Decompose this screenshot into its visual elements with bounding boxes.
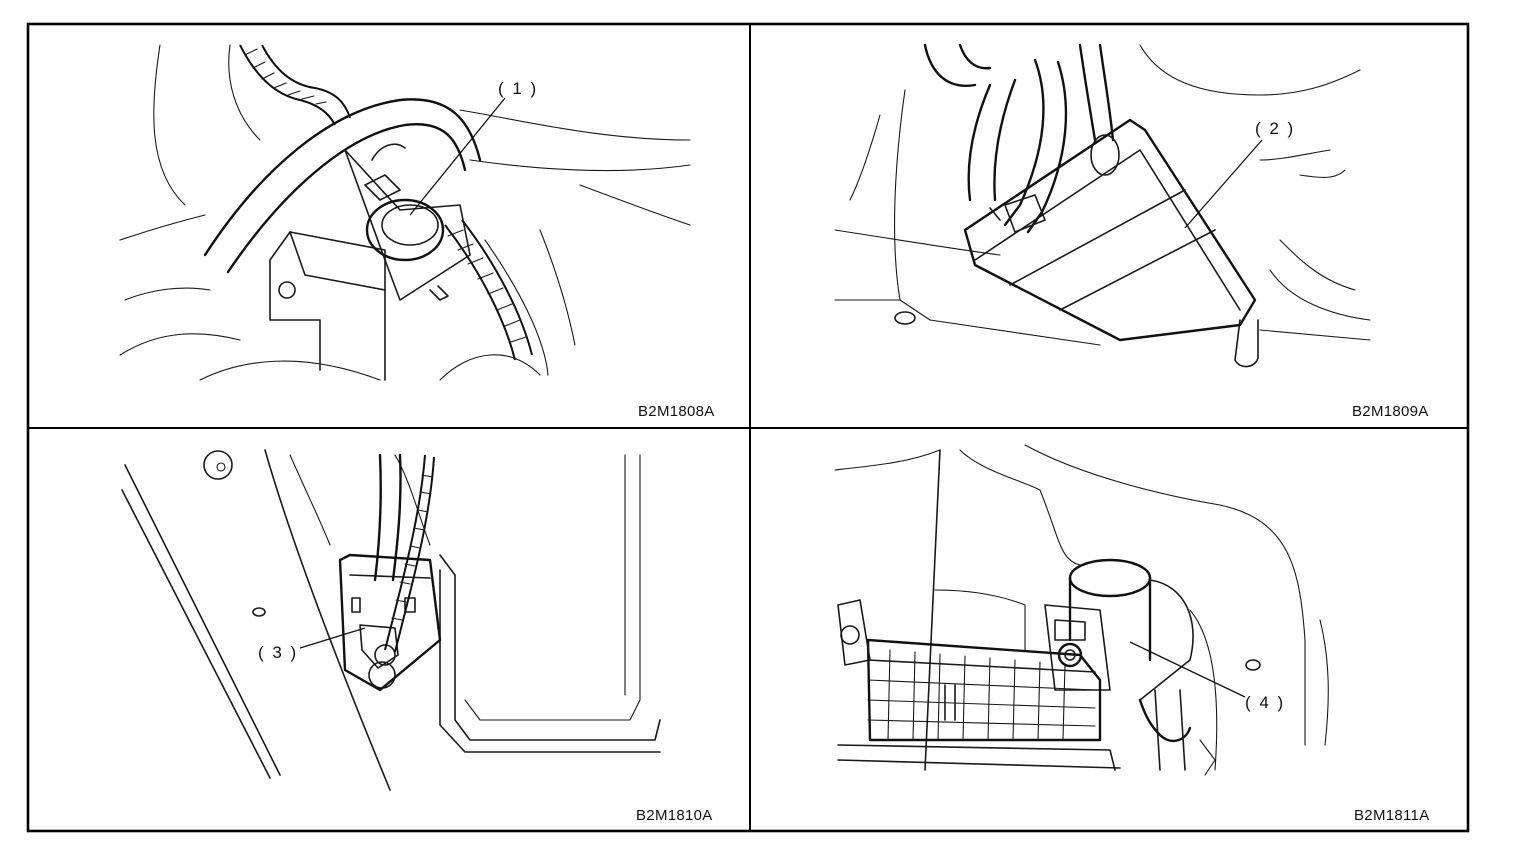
panel-3-illustration: [121, 449, 661, 791]
panel-4-callout-leader: [1129, 641, 1246, 698]
panel-1: ( 1 ) B2M1808A: [119, 44, 715, 420]
panel-4-illustration: [834, 444, 1329, 776]
panel-3: ( 3 ) B2M1810A: [121, 449, 713, 824]
panel-4-callout: ( 4 ): [1245, 693, 1285, 712]
panel-4-figure-code: B2M1811A: [1354, 807, 1430, 824]
panel-1-figure-code: B2M1808A: [638, 403, 715, 420]
panel-2-callout-leader: [1184, 139, 1263, 229]
panel-3-callout-leader: [299, 627, 366, 649]
panel-3-figure-code: B2M1810A: [636, 807, 713, 824]
panel-1-illustration: [119, 44, 691, 381]
panel-2-illustration: [834, 43, 1371, 368]
panel-1-callout-leader: [409, 97, 506, 216]
panel-4: ( 4 ) B2M1811A: [834, 444, 1430, 824]
panel-2-figure-code: B2M1809A: [1352, 403, 1429, 420]
panel-2: ( 2 ) B2M1809A: [834, 43, 1429, 420]
panel-1-callout: ( 1 ): [498, 79, 538, 98]
panel-2-callout: ( 2 ): [1255, 119, 1295, 138]
panel-3-callout: ( 3 ): [258, 643, 298, 662]
